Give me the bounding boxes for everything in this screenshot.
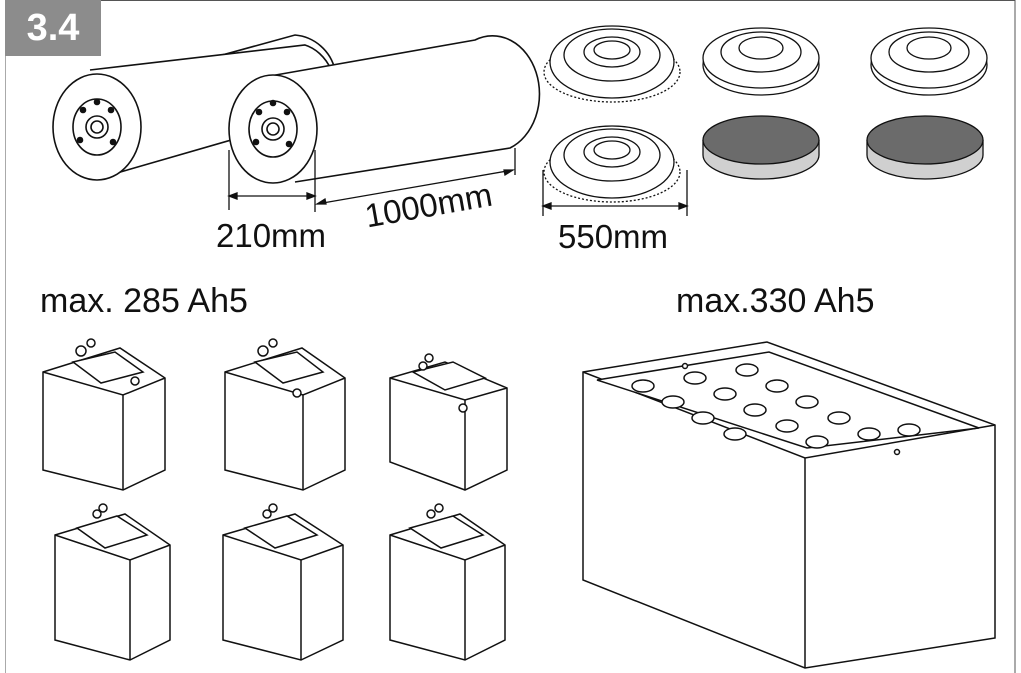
roller-brush-front <box>228 35 541 184</box>
roller-diameter-label: 210mm <box>216 217 327 254</box>
section-number-badge: 3.4 <box>5 0 101 56</box>
disc-dimension-line <box>541 170 689 216</box>
pad-driver-1 <box>702 27 820 96</box>
pad-driver-2 <box>870 27 988 96</box>
battery-cell-3 <box>389 353 508 491</box>
battery-cell-5 <box>222 503 344 661</box>
roller-dimension-lines <box>227 148 516 212</box>
large-battery-capacity-label: max.330 Ah5 <box>676 282 875 320</box>
pad-1 <box>702 115 820 180</box>
battery-cell-2 <box>224 338 346 491</box>
disc-diameter-label: 550mm <box>558 218 669 255</box>
battery-cell-6 <box>389 503 506 661</box>
battery-cell-1 <box>42 338 166 491</box>
battery-trough <box>582 341 996 669</box>
figure-frame <box>5 0 1016 673</box>
small-battery-capacity-label: max. 285 Ah5 <box>40 282 248 320</box>
disc-brush-bottom <box>543 125 681 203</box>
battery-cell-4 <box>54 503 171 661</box>
technical-drawing <box>5 0 1016 673</box>
pad-2 <box>866 115 984 180</box>
disc-brush-top <box>543 25 681 103</box>
